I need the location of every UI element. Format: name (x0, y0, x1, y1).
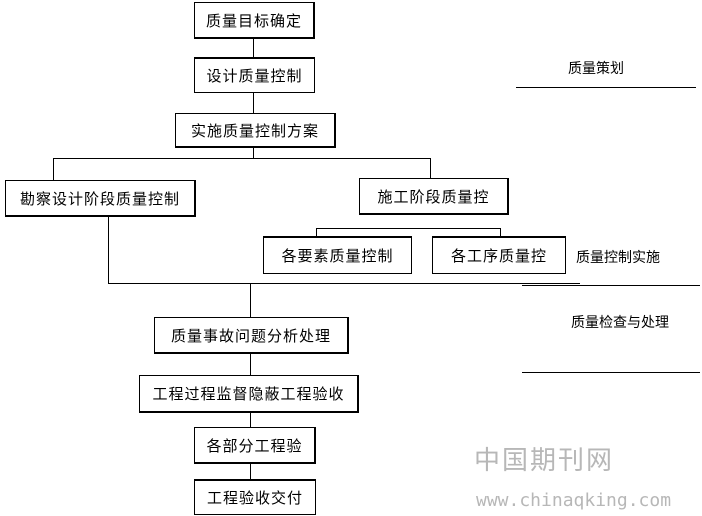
supervision-box: 工程过程监督隐蔽工程验收 (139, 375, 359, 413)
phase-planning-divider (516, 87, 696, 88)
phase-planning-label: 质量策划 (568, 61, 624, 77)
connector-goal-design (253, 38, 254, 58)
phase-implementation-divider (522, 285, 700, 286)
watermark-name: 中国期刊网 (474, 446, 615, 476)
construction-stage-box: 施工阶段质量控 (359, 178, 509, 215)
goal-box: 质量目标确定 (194, 2, 315, 39)
connector-survey-drop (53, 158, 54, 180)
handover-box: 工程验收交付 (194, 479, 316, 515)
branch-top-line (53, 158, 431, 159)
connector-plan-branch (253, 147, 254, 159)
connector-merge-accident (250, 283, 251, 317)
connector-accident-supervision (250, 353, 251, 375)
phase-inspection-divider (522, 372, 700, 373)
phase-implementation-label: 质量控制实施 (576, 250, 660, 266)
connector-partial-handover (250, 463, 251, 479)
connector-survey-down (108, 216, 109, 284)
survey-stage-box: 勘察设计阶段质量控制 (5, 180, 196, 217)
elements-box: 各要素质量控制 (263, 236, 412, 274)
processes-box: 各工序质量控 (432, 236, 566, 274)
connector-processes-drop (500, 228, 501, 236)
merge-line (108, 283, 580, 284)
design-control-box: 设计质量控制 (194, 57, 315, 93)
connector-design-plan (253, 92, 254, 114)
accident-analysis-box: 质量事故问题分析处理 (154, 317, 349, 354)
connector-construction-drop (430, 158, 431, 178)
sub-branch-line (316, 228, 501, 229)
phase-inspection-label: 质量检查与处理 (571, 315, 669, 331)
plan-box: 实施质量控制方案 (175, 113, 336, 148)
partial-acceptance-box: 各部分工程验 (194, 427, 316, 464)
connector-elements-drop (316, 228, 317, 236)
connector-supervision-partial (250, 412, 251, 427)
watermark-url: www.chinaqking.com (476, 490, 672, 511)
